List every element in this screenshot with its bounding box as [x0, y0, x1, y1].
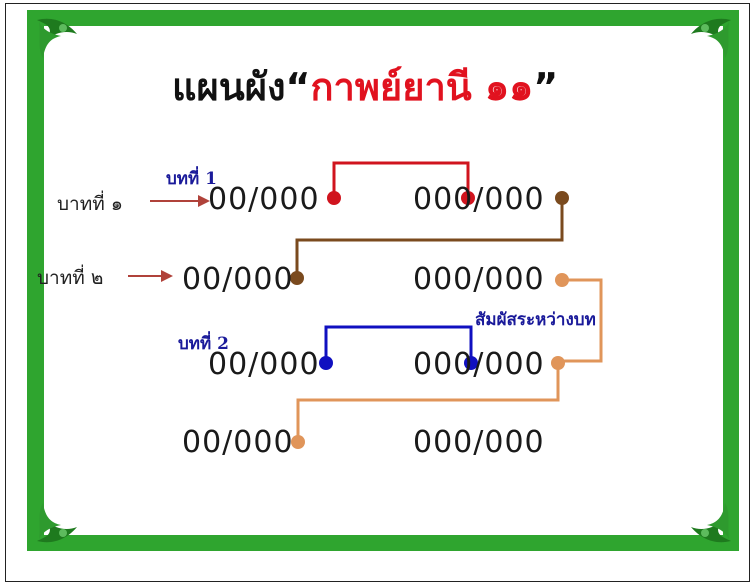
corner-ornament-top-right: [691, 18, 731, 58]
label-bot-1: บทที่ 1: [166, 169, 217, 189]
arrow-bat2: [161, 270, 173, 282]
corner-ornament-bottom-right: [691, 503, 731, 543]
dot-orange-1: [555, 273, 569, 287]
label-samphat-rawang-bot: สัมผัสระหว่างบท: [475, 310, 596, 330]
pattern-line1-second: 000/000: [413, 182, 545, 217]
dot-blue-1: [319, 356, 333, 370]
dot-red-1: [327, 191, 341, 205]
pattern-line4-second: 000/000: [413, 425, 545, 460]
red-connector: [332, 161, 470, 194]
dot-orange-3: [291, 435, 305, 449]
page-title: แผนผัง“กาพย์ยานี ๑๑”: [172, 65, 559, 109]
dot-blue-2: [464, 356, 478, 370]
pattern-line3-first: 00/000: [208, 347, 320, 382]
label-bat-2: บาทที่ ๒: [37, 267, 104, 289]
pattern-line4-first: 00/000: [182, 425, 294, 460]
arrow-bat1: [198, 195, 210, 207]
blue-connector: [324, 325, 473, 361]
pattern-line2-first: 00/000: [182, 262, 294, 297]
pattern-line2-second: 000/000: [413, 262, 545, 297]
dot-orange-2: [551, 356, 565, 370]
pattern-line1-first: 00/000: [208, 182, 320, 217]
label-bat-1: บาทที่ ๑: [57, 193, 123, 215]
orange-connector-2: [296, 366, 560, 439]
dot-red-2: [461, 191, 475, 205]
orange-connector-1: [558, 278, 603, 363]
corner-ornament-top-left: [37, 18, 77, 58]
pattern-line3-second: 000/000: [413, 347, 545, 382]
brown-connector: [295, 194, 564, 274]
corner-ornament-bottom-left: [37, 503, 77, 543]
label-bot-2: บทที่ 2: [178, 334, 229, 354]
dot-brown-1: [555, 191, 569, 205]
dot-brown-2: [290, 271, 304, 285]
slide-content-area: [44, 26, 723, 535]
